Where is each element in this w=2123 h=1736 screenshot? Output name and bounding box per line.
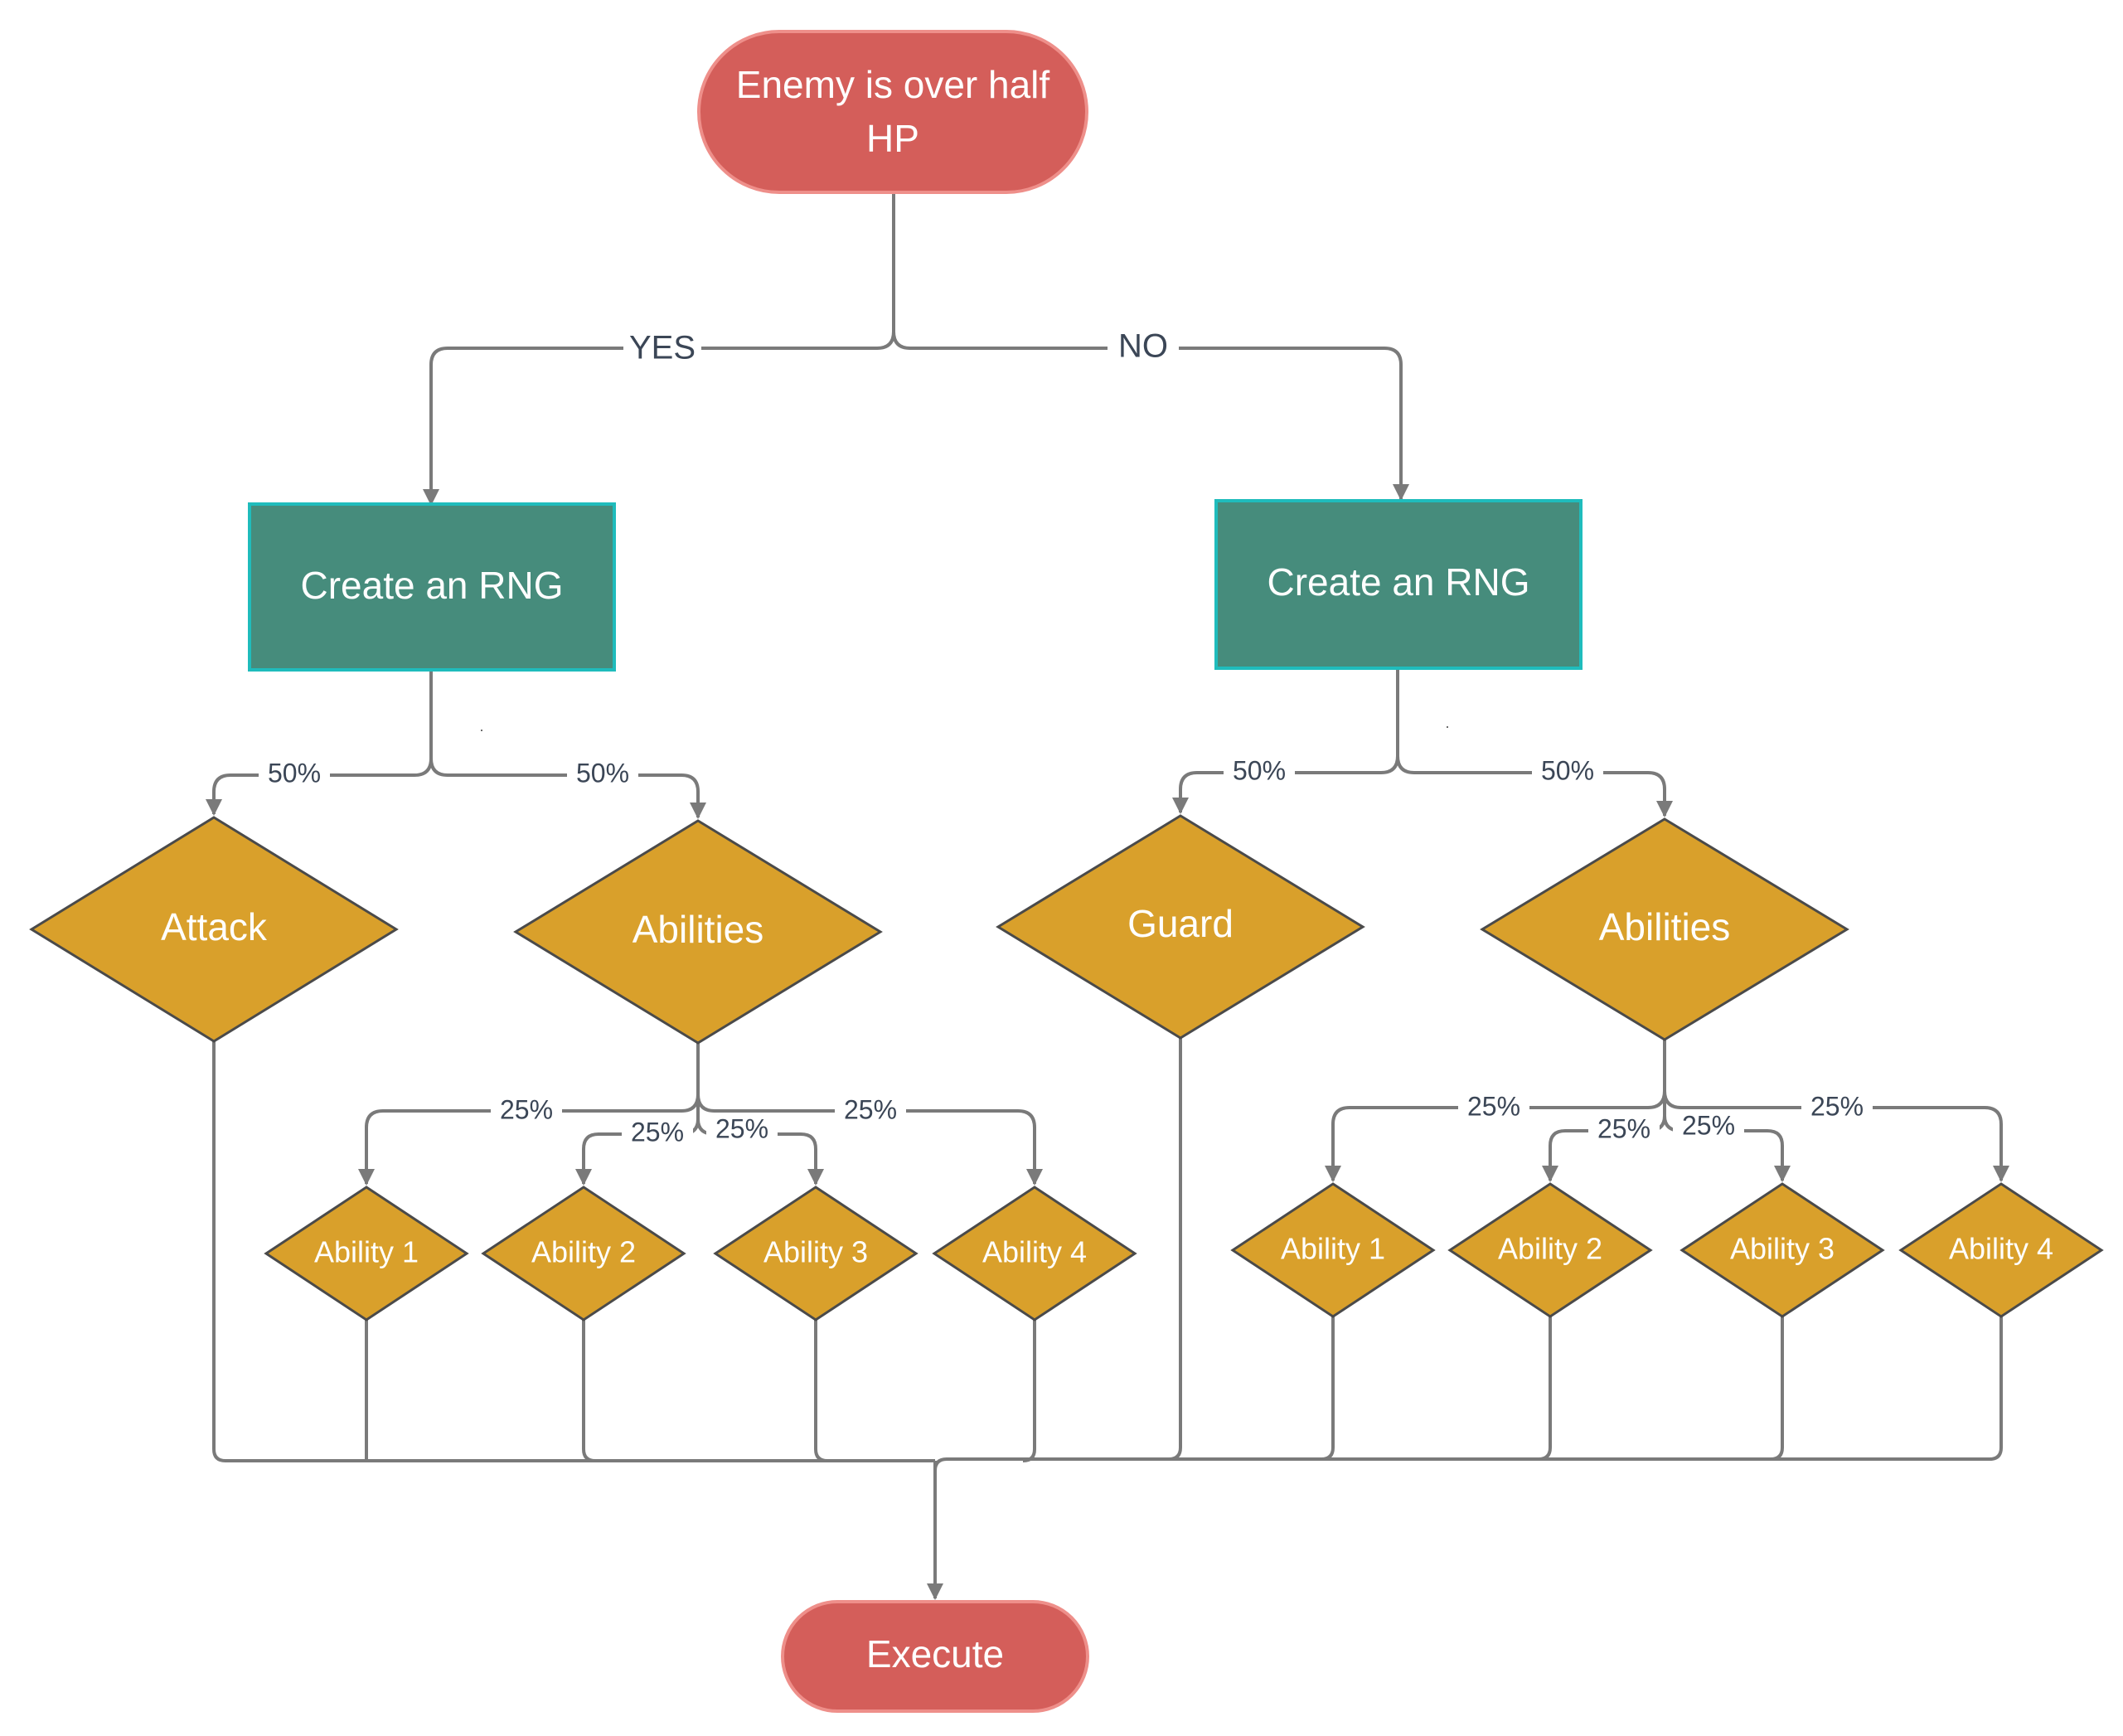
edge-label-right-ab1: 25% [1467,1091,1520,1121]
edge-label-left-abilities: 50% [576,758,629,788]
left-ability-2-decision[interactable]: Ability 2 [481,1186,686,1321]
edge-label-right-guard: 50% [1233,755,1286,785]
start-label-line1: Enemy is over half [736,63,1050,106]
edge-label-left-ab1: 25% [500,1094,553,1124]
edge-label-yes: YES [629,330,696,366]
abilities-right-label: Abilities [1599,905,1731,948]
execute-label: Execute [866,1632,1004,1675]
rng-left-label: Create an RNG [300,564,563,607]
edge-attack-merge [212,1041,935,1462]
edge-left-attack [206,670,433,816]
right-ability-3-label: Ability 3 [1730,1232,1835,1266]
left-ability-4-decision[interactable]: Ability 4 [932,1186,1137,1321]
edge-right-abilities [1396,668,1673,817]
start-label-line2: HP [866,117,919,160]
left-ability-4-label: Ability 4 [982,1235,1087,1269]
dot-mark-left: · [479,721,484,738]
right-ability-4-decision[interactable]: Ability 4 [1898,1182,2104,1318]
left-ability-1-label: Ability 1 [314,1235,419,1269]
edge-right-ab3-merge [1770,1317,1784,1461]
left-ability-2-label: Ability 2 [531,1235,636,1269]
edge-left-ab2 [575,1043,700,1186]
rng-process-left[interactable]: Create an RNG [248,502,616,672]
guard-label: Guard [1127,902,1234,945]
edge-left-abilities [429,670,706,819]
dot-mark-right: · [1445,718,1450,735]
nodes: Enemy is over half HP Create an RNG Crea… [29,30,2104,1713]
edge-label-right-ab3: 25% [1682,1110,1735,1140]
right-ability-4-label: Ability 4 [1949,1232,2053,1266]
guard-decision[interactable]: Guard [996,814,1365,1040]
abilities-left-label: Abilities [633,908,764,951]
edge-label-right-abilities: 50% [1541,755,1594,785]
edge-label-no: NO [1118,328,1168,365]
right-ability-2-label: Ability 2 [1498,1232,1602,1266]
edge-right-ab2-merge [1538,1317,1552,1461]
execute-terminal[interactable]: Execute [781,1600,1089,1713]
start-terminal[interactable]: Enemy is over half HP [697,30,1088,194]
edge-right-ab2 [1542,1040,1666,1182]
left-ability-3-label: Ability 3 [763,1235,868,1269]
left-ability-3-decision[interactable]: Ability 3 [713,1186,919,1321]
edge-right-ab-merge [1169,1317,2003,1461]
edge-right-guard [1172,668,1399,814]
right-ability-3-decision[interactable]: Ability 3 [1679,1182,1885,1318]
edge-left-ab4-merge [1022,1320,1036,1462]
rng-right-label: Create an RNG [1267,560,1529,604]
right-ability-1-decision[interactable]: Ability 1 [1230,1182,1436,1318]
right-ability-1-label: Ability 1 [1281,1232,1385,1266]
edge-left-ab2-merge [582,1320,596,1462]
rng-process-right[interactable]: Create an RNG [1214,499,1583,670]
attack-label: Attack [161,905,268,948]
edge-label-left-ab4: 25% [844,1094,897,1124]
edge-label-left-ab2: 25% [631,1117,684,1147]
edge-label-left-attack: 50% [268,758,321,788]
edge-right-ab1-merge [1321,1317,1335,1461]
edge-label-right-ab2: 25% [1597,1113,1650,1143]
left-ability-1-decision[interactable]: Ability 1 [264,1186,469,1321]
attack-decision[interactable]: Attack [29,816,399,1043]
edge-label-left-ab3: 25% [715,1113,768,1143]
abilities-decision-right[interactable]: Abilities [1480,817,1849,1041]
edge-left-ab3-merge [814,1320,828,1462]
abilities-decision-left[interactable]: Abilities [513,819,883,1045]
edge-label-right-ab4: 25% [1810,1091,1864,1121]
right-ability-2-decision[interactable]: Ability 2 [1447,1182,1653,1318]
edge-labels: YES NO 50% 50% 50% 50% 25% 25% 25% 25% 2… [259,327,1873,1149]
